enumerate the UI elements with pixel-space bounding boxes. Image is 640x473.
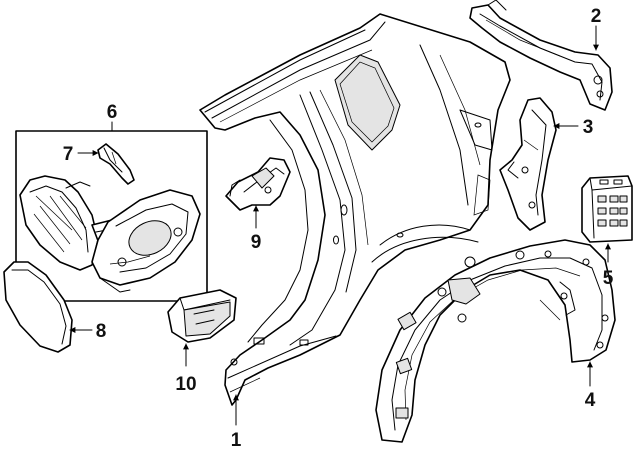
callout-9-label: 9 xyxy=(251,232,262,253)
callout-9: 9 xyxy=(251,205,262,253)
callout-2: 2 xyxy=(591,6,602,51)
callout-4-label: 4 xyxy=(585,390,596,411)
callout-3-label: 3 xyxy=(583,117,594,138)
fuel-hose-pin xyxy=(97,143,135,185)
callout-4: 4 xyxy=(585,361,596,411)
callout-5: 5 xyxy=(603,243,614,289)
callout-1: 1 xyxy=(231,394,242,451)
callout-10: 10 xyxy=(175,343,197,395)
callout-3: 3 xyxy=(553,117,594,138)
door-seal xyxy=(167,289,237,343)
side-bracket xyxy=(499,97,557,231)
callout-6: 6 xyxy=(107,102,118,132)
callout-8-label: 8 xyxy=(96,321,107,342)
upper-bracket xyxy=(469,0,613,111)
vent-grille xyxy=(581,175,633,243)
callout-7: 7 xyxy=(63,144,99,165)
quarter-panel xyxy=(199,13,511,406)
fuel-housing xyxy=(19,175,201,293)
hinge-bracket xyxy=(225,157,291,211)
callout-5-label: 5 xyxy=(603,268,614,289)
callout-10-label: 10 xyxy=(175,374,196,395)
callout-6-label: 6 xyxy=(107,102,118,123)
callout-7-label: 7 xyxy=(63,144,74,165)
callout-8: 8 xyxy=(69,321,107,342)
callout-1-label: 1 xyxy=(231,430,242,451)
callout-2-label: 2 xyxy=(591,6,602,27)
wheel-liner xyxy=(375,239,616,443)
fuel-door xyxy=(3,261,73,353)
